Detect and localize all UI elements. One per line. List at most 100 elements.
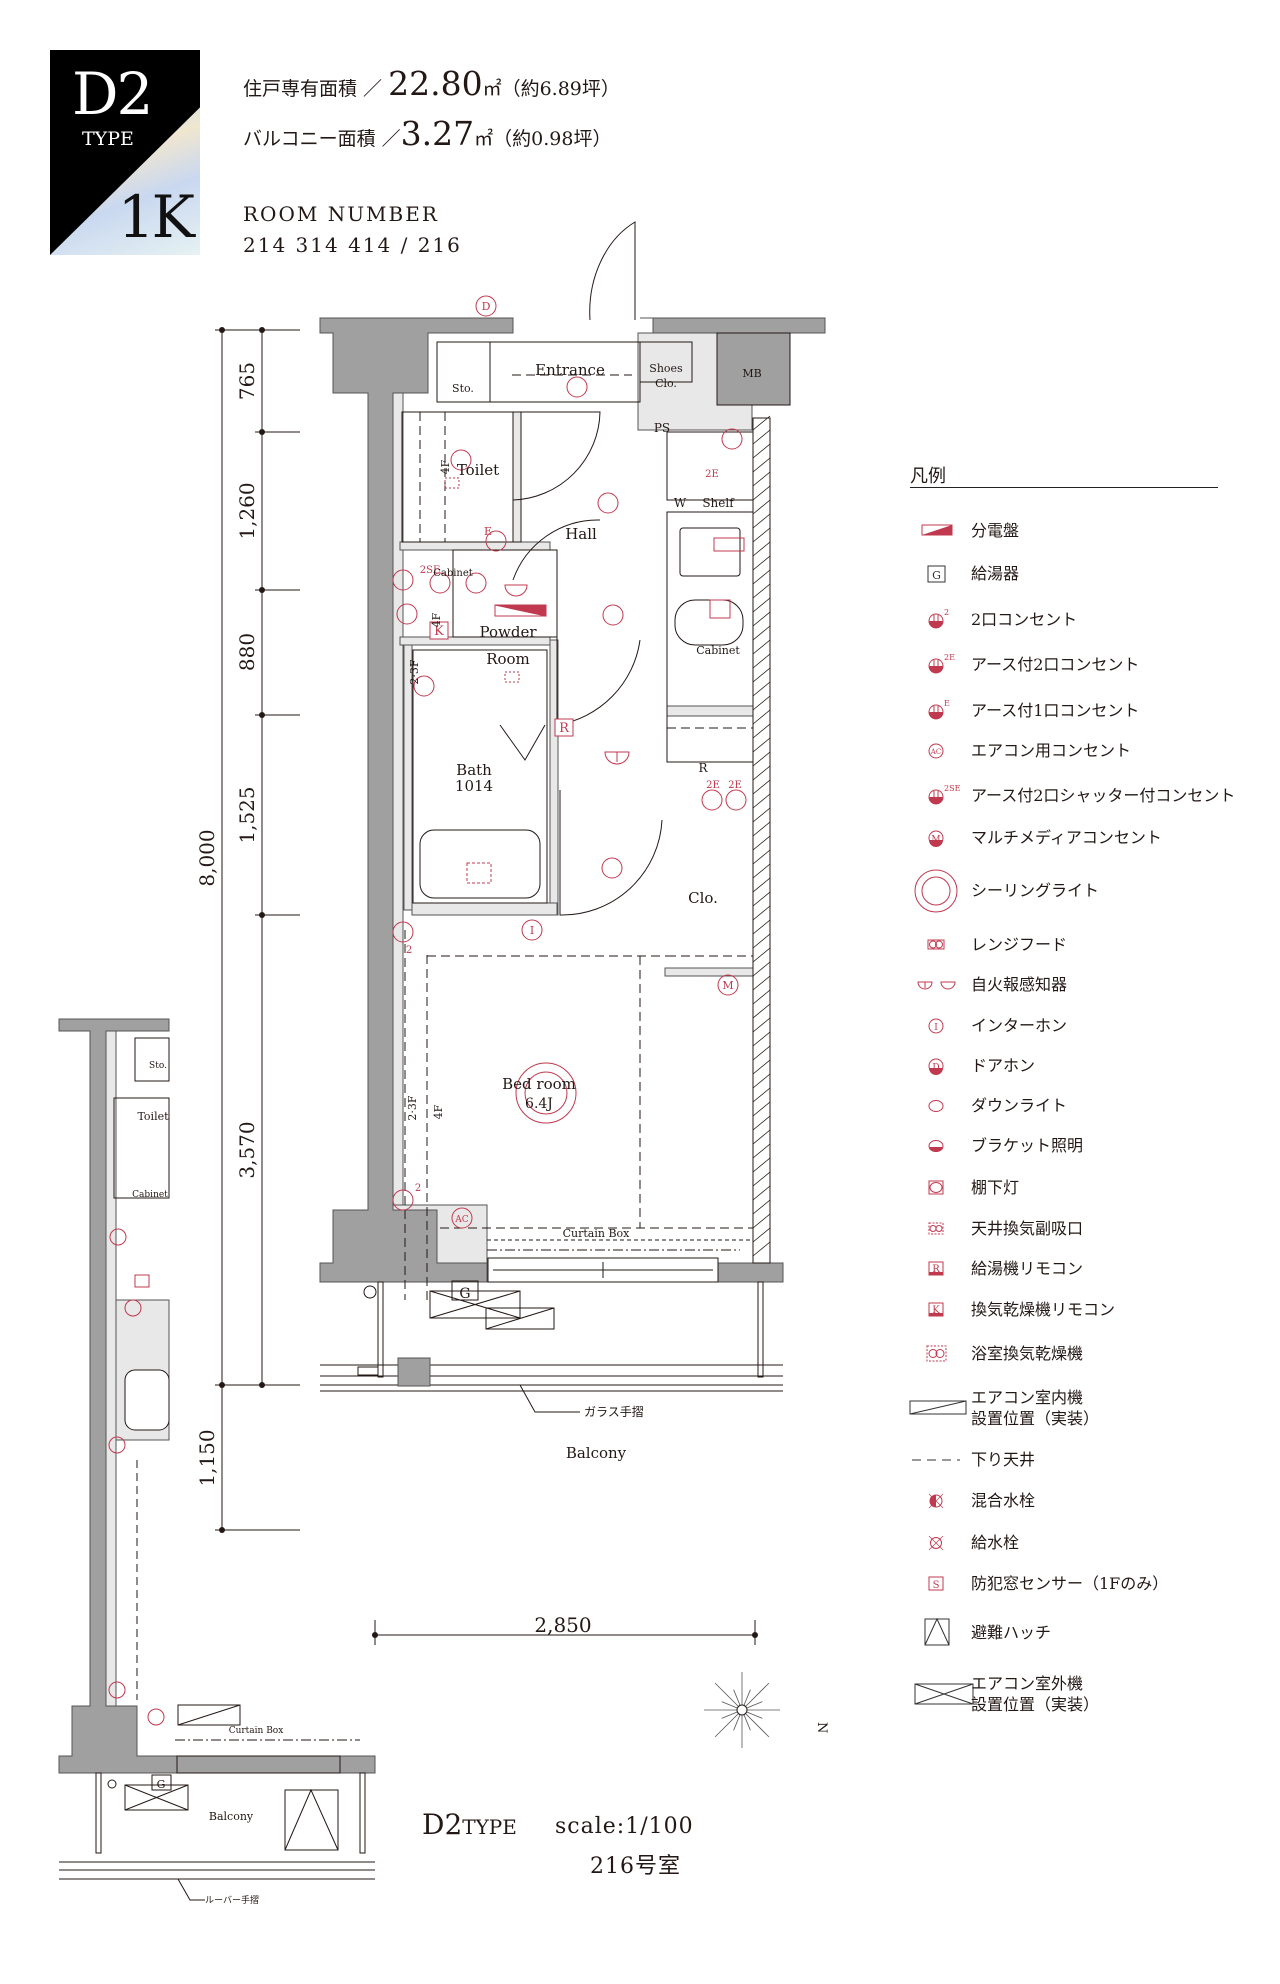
label-w: W xyxy=(674,496,687,510)
dim-8000: 8,000 xyxy=(195,829,219,886)
bathvent-icon xyxy=(890,1339,970,1369)
hatch-line xyxy=(752,1003,771,1019)
outlet-icon xyxy=(392,569,414,591)
multimedia-outlet-icon xyxy=(717,974,739,996)
outlet-2se-mark: 2SE xyxy=(420,565,441,576)
layout-label: 1K xyxy=(117,183,195,251)
hatch-line xyxy=(752,793,771,809)
hatch-line xyxy=(752,639,771,655)
label-glass-rail: ガラス手摺 xyxy=(584,1404,644,1419)
downlight-icon xyxy=(450,449,472,471)
private-area: 住戸専有面積 ／ 22.80㎡（約6.89坪） xyxy=(243,64,620,103)
balcony-structure xyxy=(320,1280,783,1413)
svg-text:2E: 2E xyxy=(944,653,955,662)
hatch-line xyxy=(752,513,771,529)
room-outlines xyxy=(401,332,791,1330)
legend-label: 混合水栓 xyxy=(971,1491,1036,1510)
g-icon: G xyxy=(890,559,970,589)
label-entrance: Entrance xyxy=(535,361,605,379)
legend-label: ダウンライト xyxy=(971,1096,1068,1115)
hatch-line xyxy=(752,1241,771,1257)
hatch-line xyxy=(752,527,771,543)
svg-text:2SE: 2SE xyxy=(944,784,961,793)
mini-label-storage: Sto. xyxy=(149,1061,167,1071)
hatch-line xyxy=(752,975,771,991)
dryer-remote-icon xyxy=(429,621,449,640)
legend-label: 給湯器 xyxy=(971,564,1020,583)
legend-item: 自火報感知器 xyxy=(890,970,1280,1000)
label-hall: Hall xyxy=(565,525,597,543)
dim-1525: 1,525 xyxy=(235,786,259,843)
hatch-line xyxy=(752,863,771,879)
legend-label: 棚下灯 xyxy=(971,1178,1020,1197)
water-icon xyxy=(890,1528,970,1558)
footer-type-word: TYPE xyxy=(462,1815,517,1839)
ceiling-mark-23f: 2·3F xyxy=(408,659,421,684)
dim-880: 880 xyxy=(235,633,259,671)
ceiling-mark-23f: 2·3F xyxy=(406,1095,419,1120)
downlight-icon xyxy=(465,572,487,594)
svg-text:R: R xyxy=(932,1264,940,1275)
label-powder: Powder xyxy=(479,623,537,641)
outlet-2e-mark: 2E xyxy=(706,780,720,791)
shelf-light-icon xyxy=(709,599,731,619)
remote-r-letter: R xyxy=(559,721,570,736)
legend-item: エアコン室外機 設置位置（実装） xyxy=(890,1674,1280,1714)
outlet-icon: E xyxy=(890,696,970,726)
label-curtain-box: Curtain Box xyxy=(563,1227,631,1240)
dash-icon xyxy=(890,1445,970,1475)
ceiling-mark-4f: 4F xyxy=(430,612,443,627)
glass-rail-leader xyxy=(519,1384,580,1413)
outlet-e-mark: E xyxy=(484,525,492,538)
hatch-line xyxy=(752,807,771,823)
svg-text:2: 2 xyxy=(944,608,949,617)
bracket-light-icon xyxy=(413,675,435,697)
hatch-line xyxy=(752,597,771,613)
label-toilet-cabinet: Cabinet xyxy=(433,568,473,579)
outlet-icon xyxy=(485,530,507,552)
legend-item: レンジフード xyxy=(890,930,1280,960)
shelf-icon xyxy=(890,1173,970,1203)
svg-text:E: E xyxy=(944,699,950,708)
legend-label: マルチメディアコンセント xyxy=(971,828,1162,847)
hatch-line xyxy=(752,415,771,431)
hatch-line xyxy=(752,1073,771,1089)
doorphone-icon xyxy=(475,295,497,317)
entrance-door xyxy=(589,221,636,321)
vent-icon xyxy=(890,1214,970,1244)
fire-detector-icon xyxy=(504,584,528,597)
ac-outdoor-unit xyxy=(429,1290,521,1319)
fire-icon xyxy=(890,970,970,1000)
rremote-icon: R xyxy=(890,1254,970,1284)
hatch-line xyxy=(752,429,771,445)
legend-label: エアコン室内機 設置位置（実装） xyxy=(971,1388,1100,1428)
legend-divider xyxy=(910,487,1218,488)
legend-label: 給水栓 xyxy=(971,1533,1020,1552)
hatch-icon xyxy=(890,1617,970,1648)
room-number-label: ROOM NUMBER xyxy=(243,202,439,226)
outlet-2-mark: 2 xyxy=(415,1183,421,1194)
label-bedroom-size: 6.4J xyxy=(525,1096,553,1112)
window-sash xyxy=(487,1239,753,1283)
legend-label: 下り天井 xyxy=(971,1450,1036,1469)
hatch-line xyxy=(752,835,771,851)
legend-item: 避難ハッチ xyxy=(890,1617,1280,1648)
legend-label: インターホン xyxy=(971,1016,1068,1035)
legend-label: 分電盤 xyxy=(971,521,1020,540)
label-mb: MB xyxy=(742,367,761,380)
hatch-line xyxy=(752,1171,771,1187)
outlet-icon xyxy=(396,603,418,625)
hatch-line xyxy=(752,1115,771,1131)
dim-2850: 2,850 xyxy=(534,1613,591,1637)
water-heater-remote-icon xyxy=(554,718,574,737)
hatch-line xyxy=(752,1017,771,1033)
label-powder-room: Room xyxy=(486,650,530,668)
dimension-lines xyxy=(215,327,758,1645)
legend-label: エアコン用コンセント xyxy=(971,741,1132,760)
legend-label: エアコン室外機 設置位置（実装） xyxy=(971,1674,1100,1714)
legend-label: 給湯機リモコン xyxy=(971,1259,1084,1278)
label-shoes: Shoes xyxy=(649,362,683,375)
